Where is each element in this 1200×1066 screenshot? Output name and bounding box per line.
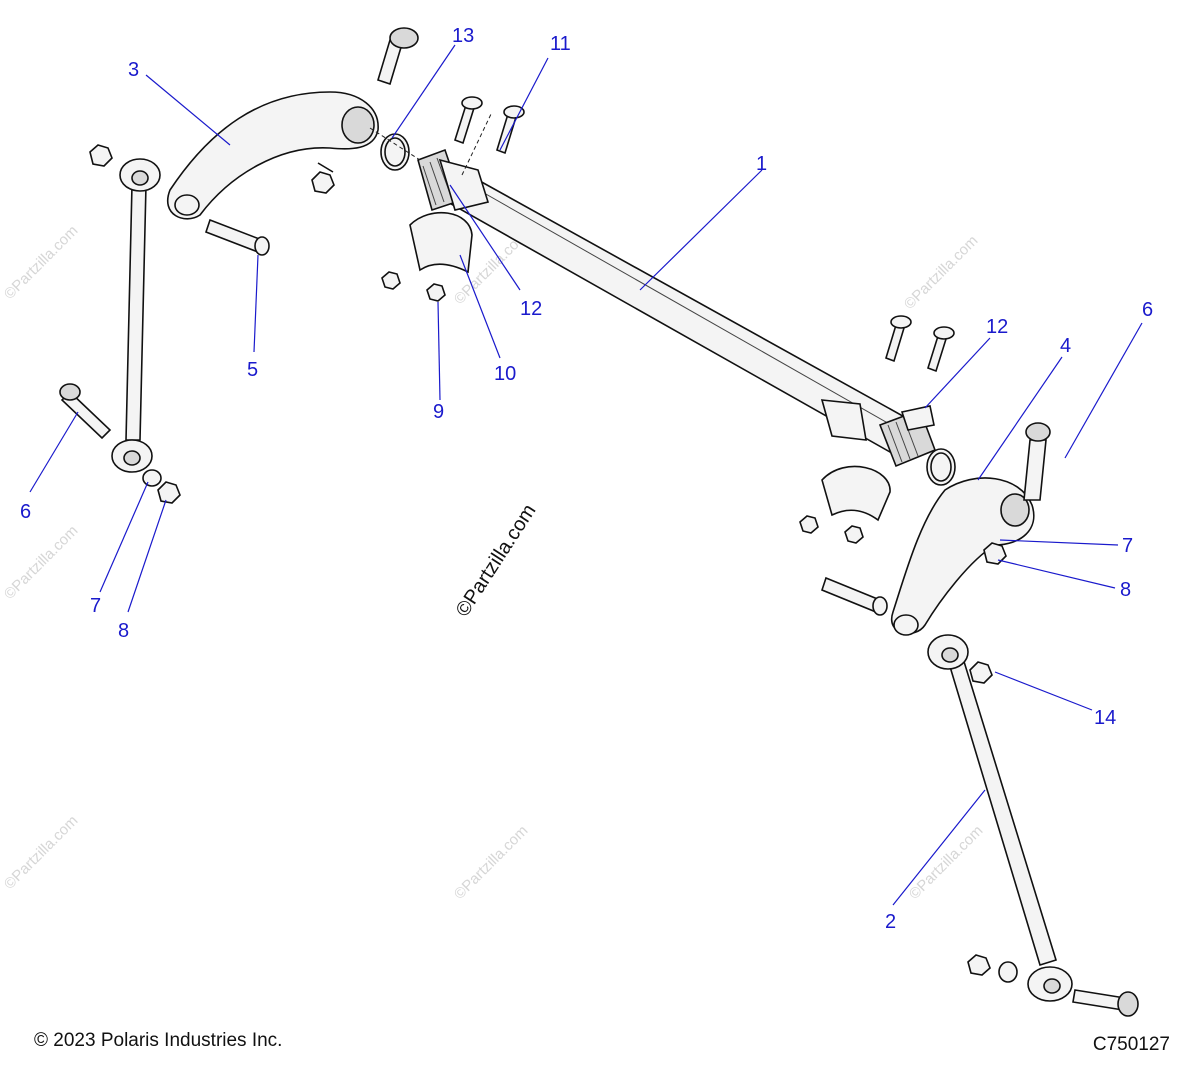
watermark: ©Partzilla.com (906, 822, 987, 903)
watermark: ©Partzilla.com (1, 812, 82, 893)
o-ring-right-inner (930, 452, 952, 482)
watermarks: ©Partzilla.com ©Partzilla.com ©Partzilla… (1, 222, 987, 903)
figure-code: C750127 (1092, 1034, 1170, 1055)
clamps (409, 211, 891, 522)
callout-14: 14 (1094, 707, 1116, 729)
callout-6-left: 6 (20, 501, 31, 523)
watermark-center: ©Partzilla.com (452, 500, 541, 620)
right-arm (890, 477, 1035, 636)
callout-1: 1 (756, 153, 767, 175)
bolts (59, 27, 1139, 1017)
callout-3: 3 (128, 59, 139, 81)
callout-4: 4 (1060, 335, 1071, 357)
watermark: ©Partzilla.com (1, 222, 82, 303)
nuts (89, 144, 1007, 976)
o-ring-left-inner (384, 137, 406, 167)
callout-12-right: 12 (986, 316, 1008, 338)
callout-5: 5 (247, 359, 258, 381)
stabilizer-bar (417, 111, 937, 468)
callout-7-left: 7 (90, 595, 101, 617)
callout-8-left: 8 (118, 620, 129, 642)
callout-9: 9 (433, 401, 444, 423)
callout-8-right: 8 (1120, 579, 1131, 601)
leader-lines (29, 44, 1143, 906)
left-link-rod (111, 158, 161, 473)
left-arm (167, 91, 421, 220)
callout-10: 10 (494, 363, 516, 385)
callout-13: 13 (452, 25, 474, 47)
watermark: ©Partzilla.com (901, 232, 982, 313)
right-link-rod (927, 634, 1073, 1002)
callout-6-right: 6 (1142, 299, 1153, 321)
callout-11: 11 (550, 33, 571, 55)
washers (142, 162, 1018, 983)
watermark: ©Partzilla.com (1, 522, 82, 603)
callout-7-right: 7 (1122, 535, 1133, 557)
copyright-text: © 2023 Polaris Industries Inc. (34, 1030, 283, 1051)
callouts: 1 2 3 4 5 6 6 7 7 8 8 9 10 11 12 12 13 1… (20, 25, 1153, 933)
watermark: ©Partzilla.com (451, 822, 532, 903)
callout-2: 2 (885, 911, 896, 933)
callout-12-left: 12 (520, 298, 542, 320)
